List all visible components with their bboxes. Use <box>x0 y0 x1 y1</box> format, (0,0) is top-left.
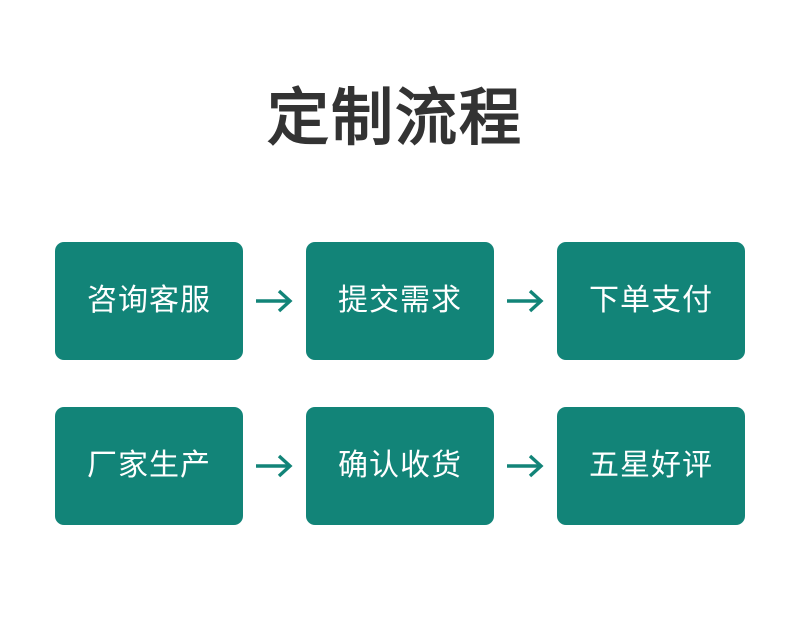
step-label: 咨询客服 <box>87 284 211 317</box>
step-box-place-order-payment[interactable]: 下单支付 <box>557 242 745 360</box>
step-box-factory-production[interactable]: 厂家生产 <box>55 407 243 525</box>
flow-row-2: 厂家生产 确认收货 <box>55 407 745 525</box>
flow-diagram: 咨询客服 提交需求 <box>55 242 745 525</box>
flow-row-1: 咨询客服 提交需求 <box>55 242 745 360</box>
arrow-right-icon <box>494 242 557 360</box>
arrow-right-icon <box>243 407 306 525</box>
step-label: 提交需求 <box>338 284 462 317</box>
step-label: 厂家生产 <box>87 449 211 482</box>
page-title: 定制流程 <box>266 84 523 153</box>
step-box-consult-service[interactable]: 咨询客服 <box>55 242 243 360</box>
step-label: 五星好评 <box>589 449 713 482</box>
step-box-submit-requirements[interactable]: 提交需求 <box>306 242 494 360</box>
step-box-confirm-receipt[interactable]: 确认收货 <box>306 407 494 525</box>
step-label: 确认收货 <box>338 449 462 482</box>
step-box-five-star-review[interactable]: 五星好评 <box>557 407 745 525</box>
arrow-right-icon <box>243 242 306 360</box>
arrow-right-icon <box>494 407 557 525</box>
step-label: 下单支付 <box>589 284 713 317</box>
